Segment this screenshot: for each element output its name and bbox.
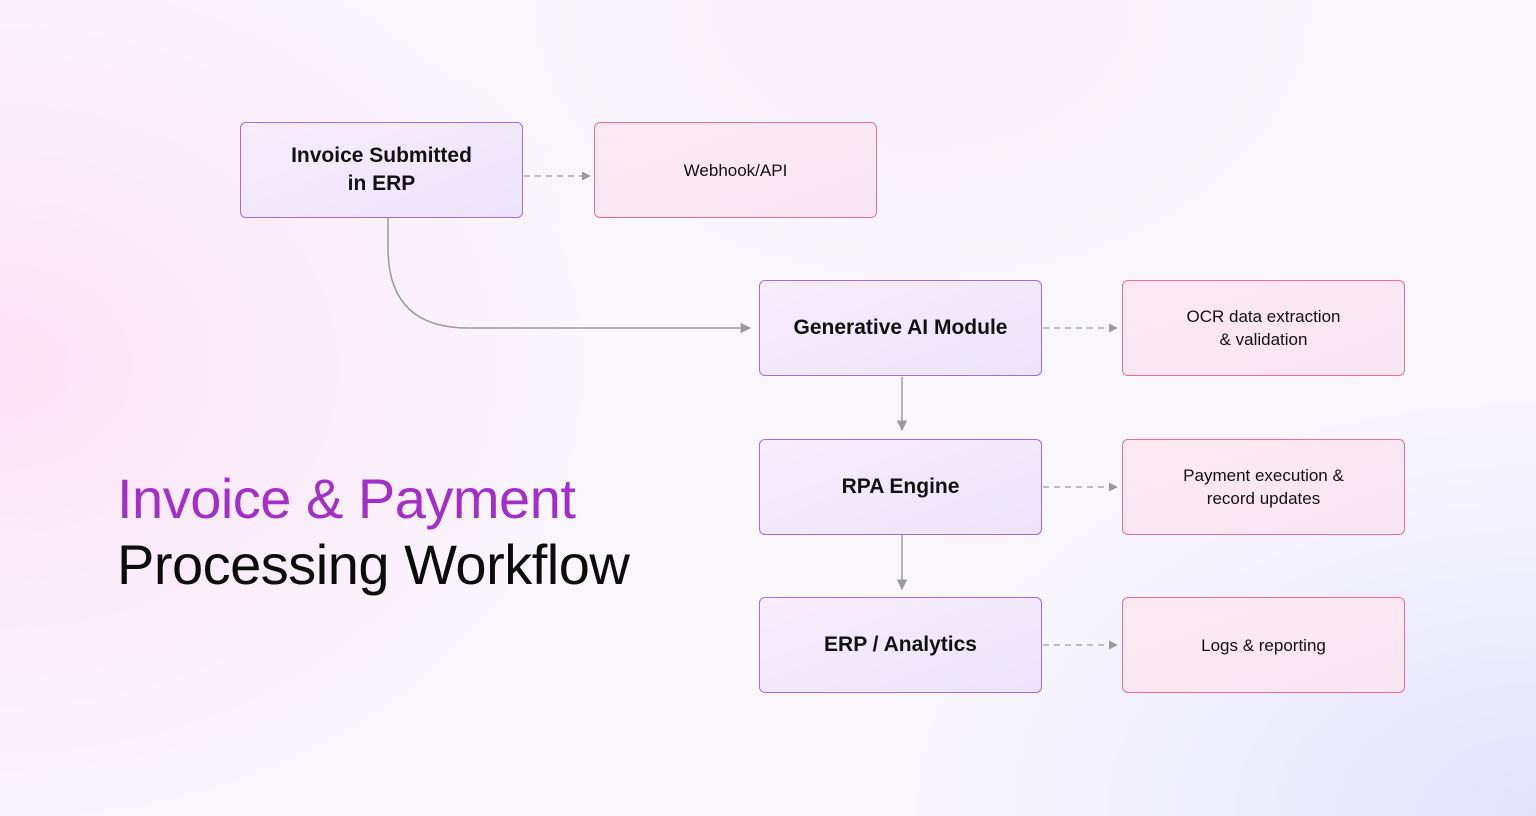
node-ocr-extraction: OCR data extraction & validation (1122, 280, 1405, 376)
page-title-line-2: Processing Workflow (117, 533, 630, 596)
node-generative-ai-module-label: Generative AI Module (793, 316, 1008, 339)
node-generative-ai-module: Generative AI Module (759, 280, 1042, 376)
node-logs-reporting-label: Logs & reporting (1201, 635, 1326, 655)
node-payment-execution-label: Payment execution & record updates (1183, 466, 1344, 508)
page-title-line-1: Invoice & Payment (117, 467, 576, 530)
node-rpa-engine: RPA Engine (759, 439, 1042, 535)
node-erp-analytics: ERP / Analytics (759, 597, 1042, 693)
node-webhook-api: Webhook/API (594, 122, 877, 218)
node-invoice-submitted: Invoice Submitted in ERP (240, 122, 523, 218)
node-erp-analytics-label: ERP / Analytics (824, 633, 977, 656)
node-payment-execution: Payment execution & record updates (1122, 439, 1405, 535)
page-title: Invoice & Payment Processing Workflow (117, 466, 630, 598)
node-ocr-extraction-label: OCR data extraction & validation (1186, 307, 1341, 349)
node-invoice-submitted-label: Invoice Submitted in ERP (291, 144, 472, 195)
connector-invoice-to-generative-ai (387, 218, 752, 334)
node-webhook-api-label: Webhook/API (683, 160, 788, 180)
node-logs-reporting: Logs & reporting (1122, 597, 1405, 693)
node-rpa-engine-label: RPA Engine (841, 475, 960, 498)
